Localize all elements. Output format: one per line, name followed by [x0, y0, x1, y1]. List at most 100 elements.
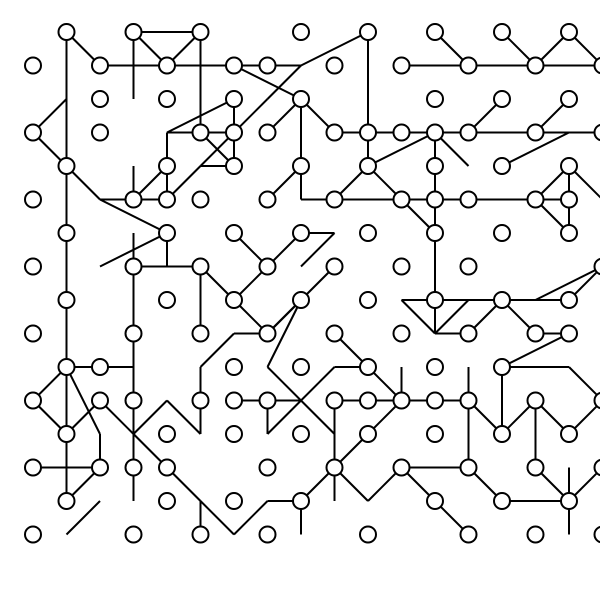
- edge-114: [300, 366, 336, 402]
- node-Hg: [493, 224, 511, 242]
- node-Ch: [493, 358, 511, 376]
- node-Hg: [24, 525, 42, 544]
- node-Dg: [325, 391, 344, 410]
- node-Ec: [459, 391, 478, 410]
- edge-81: [300, 232, 336, 268]
- edge-96: [434, 299, 470, 335]
- node-Ba: [24, 56, 42, 75]
- node-Eh: [225, 157, 243, 175]
- node-Ag: [493, 291, 511, 309]
- node-Hc: [292, 492, 310, 510]
- node-Bh: [459, 56, 478, 75]
- node-Gf: [459, 190, 478, 209]
- node-Hd: [426, 492, 444, 510]
- node-Ge: [426, 190, 444, 209]
- node-Hf: [426, 224, 444, 242]
- node-Ah: [560, 23, 578, 41]
- node-Aa: [57, 23, 76, 41]
- node-Ic: [191, 257, 210, 276]
- node-Ga: [158, 458, 176, 477]
- node-Ia: [24, 257, 42, 276]
- node-Ah: [560, 291, 578, 309]
- node-Ih: [593, 257, 600, 276]
- node-Ee: [593, 391, 600, 410]
- node-Fh: [158, 190, 176, 209]
- node-Ge: [459, 458, 478, 477]
- node-Ag: [493, 23, 511, 41]
- node-Ac: [225, 291, 243, 309]
- edge-87: [266, 366, 302, 402]
- node-Bf: [392, 324, 411, 343]
- node-Bd: [258, 324, 277, 343]
- node-Bc: [191, 324, 210, 343]
- node-He: [493, 492, 511, 510]
- node-Dc: [124, 391, 143, 410]
- edge-91: [199, 332, 235, 368]
- node-Ac: [191, 23, 210, 41]
- node-Hf: [560, 492, 578, 510]
- node-Gh: [57, 492, 76, 510]
- node-Fc: [426, 157, 444, 175]
- node-Ba: [24, 324, 42, 343]
- node-Bc: [158, 56, 176, 75]
- node-Ff: [24, 458, 42, 477]
- node-Hd: [292, 224, 310, 242]
- node-Cf: [292, 90, 310, 108]
- node-Cd: [225, 358, 243, 376]
- node-Dg: [325, 123, 344, 142]
- node-Ig: [459, 257, 478, 276]
- node-Hb: [158, 224, 176, 242]
- node-Fc: [426, 425, 444, 443]
- node-Gc: [325, 190, 344, 209]
- node-Fh: [124, 458, 143, 477]
- node-Bb: [124, 324, 143, 343]
- node-Dh: [359, 123, 377, 142]
- node-Ed: [526, 123, 545, 142]
- node-Gg: [526, 190, 545, 209]
- node-Gh: [560, 190, 578, 209]
- edge-86: [266, 299, 302, 368]
- node-Fb: [359, 425, 377, 443]
- edge-106: [501, 332, 570, 368]
- node-Fg: [124, 190, 143, 209]
- node-Ad: [292, 291, 310, 309]
- node-Ha: [57, 224, 76, 242]
- edge-10: [300, 31, 369, 67]
- node-Gd: [392, 458, 411, 477]
- node-Af: [426, 23, 444, 41]
- node-Dc: [91, 123, 109, 142]
- edge-39: [367, 131, 436, 167]
- node-Be: [258, 56, 277, 75]
- node-layer: [24, 23, 600, 544]
- node-Ab: [124, 23, 143, 41]
- node-Fa: [292, 425, 310, 443]
- node-Cc: [91, 358, 109, 376]
- node-Ef: [57, 425, 76, 443]
- node-Dd: [191, 123, 210, 142]
- node-Db: [24, 123, 42, 142]
- node-Da: [560, 90, 578, 108]
- node-Eb: [426, 391, 444, 410]
- node-He: [359, 224, 377, 242]
- node-Hb: [225, 492, 243, 510]
- node-Hh: [560, 224, 578, 242]
- edge-13: [233, 64, 302, 100]
- node-Fd: [493, 425, 511, 443]
- node-Ae: [359, 23, 377, 41]
- node-Ie: [325, 257, 344, 276]
- node-Cb: [593, 56, 600, 75]
- edge-103: [535, 266, 600, 301]
- node-Ic: [359, 525, 377, 544]
- node-Df: [258, 391, 277, 410]
- node-Ff: [24, 190, 42, 209]
- edge-147: [233, 500, 269, 536]
- node-Ch: [493, 90, 511, 108]
- node-Ee: [593, 123, 600, 142]
- node-Gb: [258, 458, 277, 477]
- node-Df: [258, 123, 277, 142]
- node-Cc: [91, 90, 109, 108]
- node-Cg: [426, 358, 444, 376]
- edge-73: [99, 232, 168, 268]
- node-Cd: [158, 90, 176, 108]
